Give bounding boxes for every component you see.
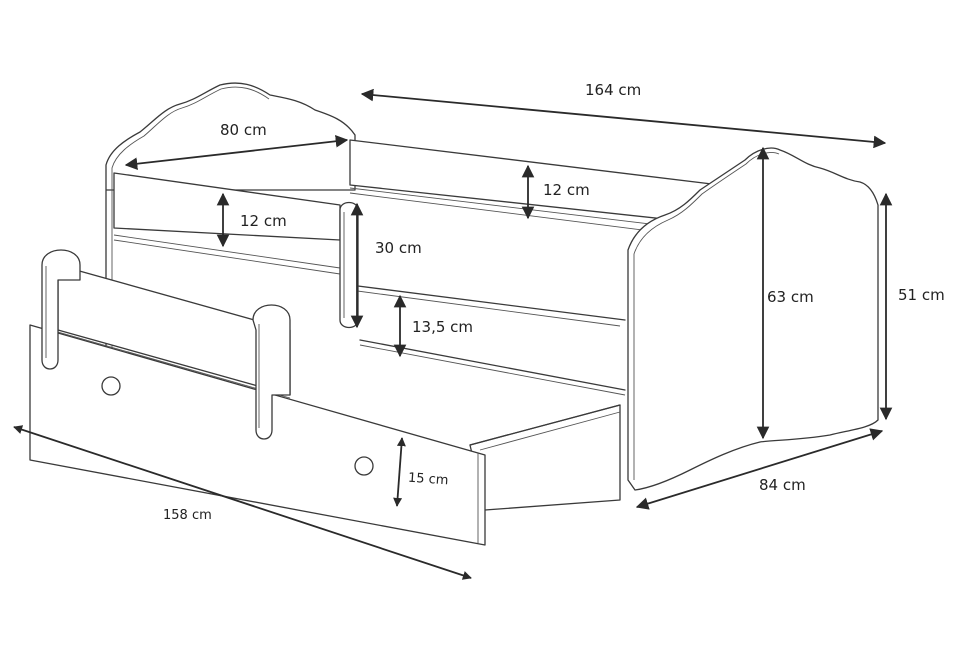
label-rail-top-right: 12 cm <box>543 181 590 199</box>
dim-158-arrow <box>13 425 472 580</box>
drawer <box>469 404 621 511</box>
dim-164-arrow <box>360 88 887 149</box>
left-guard-post <box>41 249 81 370</box>
center-guard-post <box>339 201 359 329</box>
label-total-length: 164 cm <box>585 81 642 99</box>
label-footboard-depth: 84 cm <box>759 476 806 494</box>
dim-84-arrow <box>635 428 884 510</box>
label-headboard-height: 63 cm <box>767 288 814 306</box>
label-rail-top-left: 12 cm <box>240 212 287 230</box>
label-mattress-gap: 13,5 cm <box>412 318 474 336</box>
mattress-edge-inner <box>349 289 621 327</box>
label-side-height: 51 cm <box>898 286 945 304</box>
mattress-edge-line <box>349 284 626 321</box>
label-drawer-height: 15 cm <box>407 470 449 489</box>
label-drawer-length: 158 cm <box>163 508 212 523</box>
label-guard-height: 30 cm <box>375 239 422 257</box>
label-headboard-depth: 80 cm <box>220 121 267 139</box>
dim-80-arrow <box>124 135 349 170</box>
drawer-knob-left <box>101 376 121 396</box>
